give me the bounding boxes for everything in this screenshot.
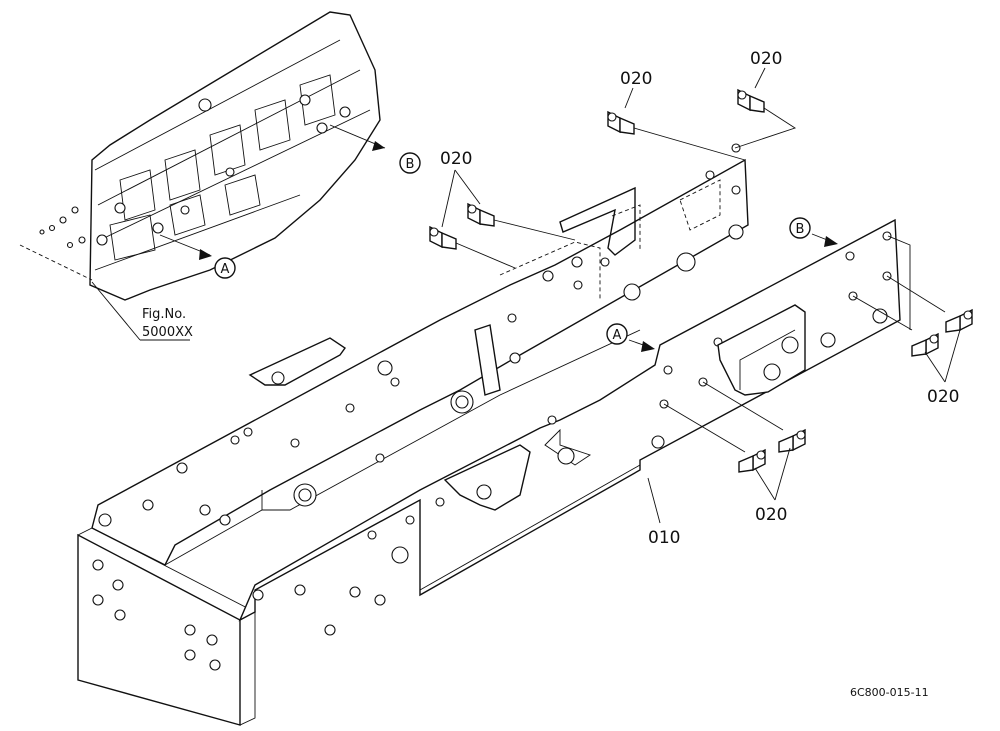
view-b-circle-frame xyxy=(789,217,811,239)
figure-ref-line1: Fig.No. xyxy=(142,307,186,322)
bolt-4 xyxy=(429,225,457,250)
frame-assembly xyxy=(77,143,901,726)
arrow-a-engine-icon xyxy=(199,249,212,260)
bolt-callout-bottom: 020 xyxy=(755,505,787,525)
bolt-3 xyxy=(467,202,495,227)
view-a-circle-engine xyxy=(214,257,236,279)
arrow-a-frame-icon xyxy=(641,341,655,352)
bolt-callout-mid-left: 020 xyxy=(440,149,472,169)
arrow-b-frame-icon xyxy=(824,236,838,247)
bolt-1 xyxy=(607,110,635,135)
frame-callout: 010 xyxy=(648,528,680,548)
bolt-callout-top-right: 020 xyxy=(750,49,782,69)
bolt-callout-right: 020 xyxy=(927,387,959,407)
view-a-label-engine: A xyxy=(221,262,230,277)
bolt-2 xyxy=(737,88,765,113)
view-a-circle-frame xyxy=(606,323,628,345)
drawing-code: 6C800-015-11 xyxy=(850,686,929,699)
figure-ref-line2: 5000XX xyxy=(142,325,193,340)
view-b-label-frame: B xyxy=(796,222,805,237)
view-b-circle-engine xyxy=(399,152,421,174)
engine-block xyxy=(19,11,381,341)
bolt-7 xyxy=(778,428,806,453)
bolt-5 xyxy=(945,308,973,333)
bolt-8 xyxy=(738,448,766,473)
view-a-label-frame: A xyxy=(613,328,622,343)
bolt-set xyxy=(429,88,973,473)
arrow-b-engine-icon xyxy=(372,141,385,151)
bolt-callout-top-left: 020 xyxy=(620,69,652,89)
bolt-6 xyxy=(911,332,939,357)
view-b-label-engine: B xyxy=(406,157,415,172)
